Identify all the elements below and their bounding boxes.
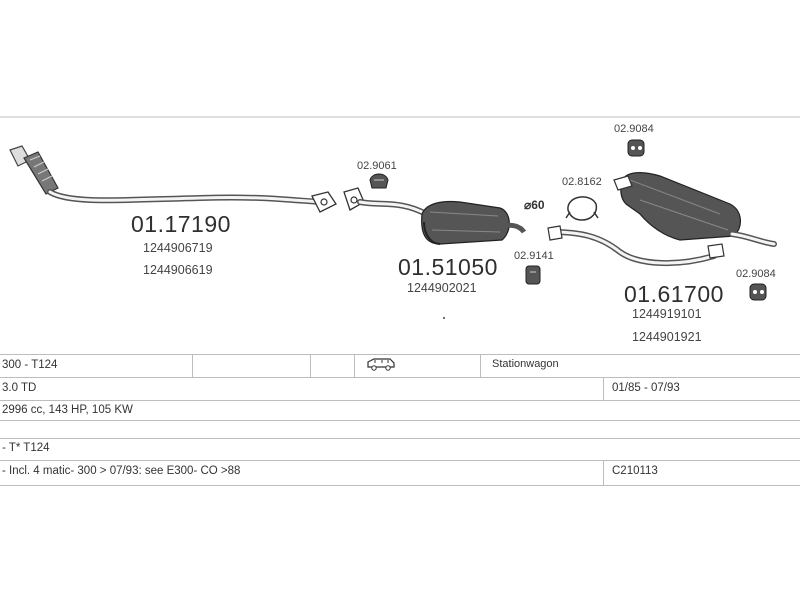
table-divider: [480, 354, 481, 377]
table-rule: [0, 438, 800, 439]
mount-middle-code: 02.9141: [514, 250, 554, 262]
rubber-mount-right-drawing: [749, 283, 767, 301]
table-divider: [310, 354, 311, 377]
mount-top-code: 02.9084: [614, 123, 654, 135]
note-cell-2: - Incl. 4 matic- 300 > 07/93: see E300- …: [2, 465, 241, 477]
table-rule: [0, 400, 800, 401]
mount-middle-drawing: [525, 265, 541, 285]
engine-cell: 3.0 TD: [2, 382, 37, 394]
rear-pipe-drawing: [547, 225, 717, 266]
table-rule: [0, 420, 800, 421]
spec-cell: 2996 cc, 143 HP, 105 KW: [2, 404, 133, 416]
table-divider: [603, 377, 604, 400]
model-cell: 300 - T124: [2, 359, 58, 371]
body-type-cell: Stationwagon: [492, 358, 559, 370]
front-pipe-code: 01.17190: [131, 211, 231, 237]
table-divider: [354, 354, 355, 377]
years-cell: 01/85 - 07/93: [612, 382, 680, 394]
exhaust-diagram: [0, 116, 800, 319]
middle-silencer-oe-1: 1244902021: [407, 281, 477, 295]
ref-cell: C210113: [612, 465, 658, 477]
front-pipe-oe-2: 1244906619: [143, 263, 213, 277]
middle-silencer-code: 01.51050: [398, 254, 498, 280]
table-divider: [603, 460, 604, 485]
gasket-code: 02.9061: [357, 160, 397, 172]
rear-silencer-drawing: [613, 172, 777, 259]
table-rule: [0, 354, 800, 355]
front-pipe-oe-1: 1244906719: [143, 241, 213, 255]
note-cell-1: - T* T124: [2, 442, 50, 454]
station-wagon-car-icon: [366, 356, 396, 375]
rear-silencer-oe-2: 1244901921: [632, 330, 702, 344]
mount-right-code: 02.9084: [736, 268, 776, 280]
rear-silencer-oe-1: 1244919101: [632, 307, 702, 321]
table-rule: [0, 485, 800, 486]
clamp-drawing: [565, 196, 599, 221]
rubber-mount-top-drawing: [627, 139, 645, 157]
clamp-code: 02.8162: [562, 176, 602, 188]
gasket-drawing: [369, 173, 389, 189]
table-rule: [0, 460, 800, 461]
middle-silencer-drawing: [343, 187, 527, 245]
rear-silencer-code: 01.61700: [624, 281, 724, 307]
table-rule: [0, 377, 800, 378]
front-pipe-drawing: [9, 145, 337, 213]
pipe-diameter-label: ⌀60: [524, 198, 545, 212]
table-divider: [192, 354, 193, 377]
